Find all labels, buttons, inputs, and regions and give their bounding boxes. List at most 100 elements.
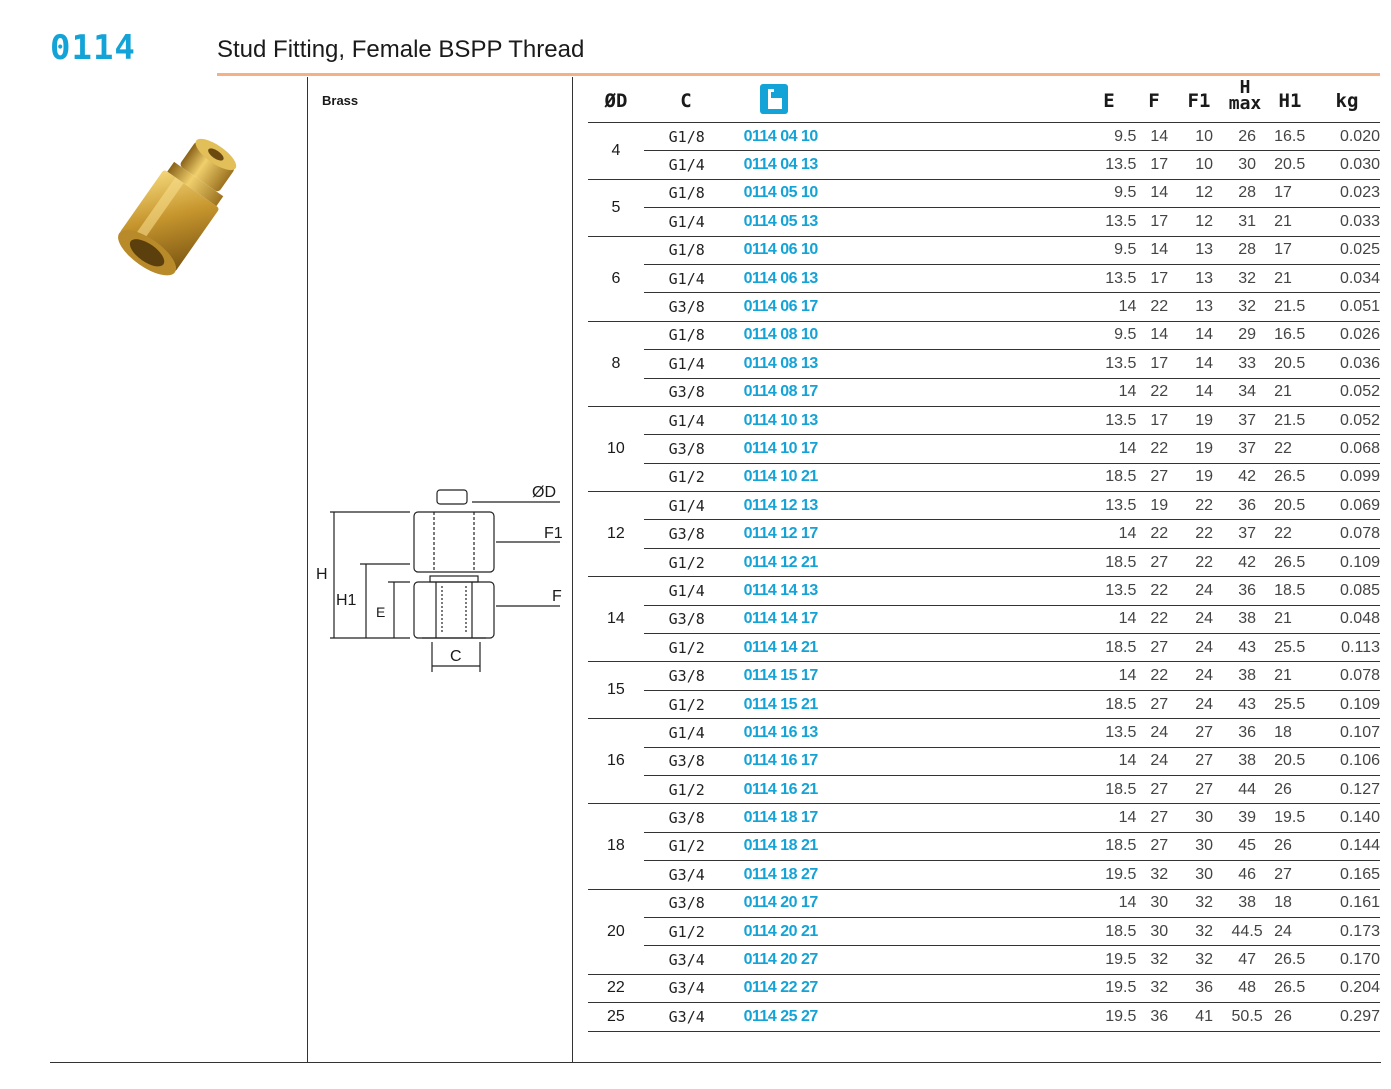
ref-cell[interactable]: 0114 20 21 bbox=[729, 917, 1097, 947]
ref-cell[interactable]: 0114 22 27 bbox=[729, 974, 1097, 1004]
h-cell: 37 bbox=[1226, 519, 1269, 549]
f1-cell: 14 bbox=[1182, 321, 1227, 351]
ref-cell[interactable]: 0114 08 13 bbox=[729, 349, 1097, 379]
c-cell: G1/4 bbox=[643, 264, 730, 294]
ref-cell[interactable]: 0114 08 17 bbox=[729, 378, 1097, 407]
e-cell: 14 bbox=[1096, 605, 1137, 635]
f1-cell: 22 bbox=[1182, 491, 1227, 521]
ref-cell[interactable]: 0114 14 21 bbox=[729, 633, 1097, 663]
ref-cell[interactable]: 0114 10 17 bbox=[729, 434, 1097, 464]
ref-cell[interactable]: 0114 15 21 bbox=[729, 690, 1097, 720]
c-cell: G3/4 bbox=[643, 860, 730, 890]
od-cell: 25 bbox=[588, 1002, 644, 1032]
f-cell: 14 bbox=[1136, 123, 1183, 152]
c-cell: G1/2 bbox=[643, 690, 730, 720]
ref-cell[interactable]: 0114 10 13 bbox=[729, 406, 1097, 436]
e-cell: 14 bbox=[1096, 803, 1137, 833]
drawing-label-h1: H1 bbox=[336, 592, 357, 609]
kg-cell: 0.173 bbox=[1320, 917, 1380, 947]
ref-cell[interactable]: 0114 04 13 bbox=[729, 150, 1097, 180]
f1-cell: 10 bbox=[1182, 123, 1227, 152]
kg-cell: 0.026 bbox=[1320, 321, 1380, 351]
h1-cell: 21 bbox=[1268, 207, 1321, 237]
technical-drawing bbox=[330, 489, 560, 672]
h1-cell: 20.5 bbox=[1268, 747, 1321, 776]
c-cell: G3/8 bbox=[643, 434, 730, 464]
ref-cell[interactable]: 0114 06 17 bbox=[729, 292, 1097, 322]
h-cell: 45 bbox=[1226, 832, 1269, 862]
e-cell: 18.5 bbox=[1096, 917, 1137, 947]
ref-cell[interactable]: 0114 16 17 bbox=[729, 747, 1097, 776]
h-cell: 37 bbox=[1226, 406, 1269, 436]
c-cell: G1/2 bbox=[643, 548, 730, 578]
h-cell: 43 bbox=[1226, 690, 1269, 720]
ref-cell[interactable]: 0114 18 21 bbox=[729, 832, 1097, 862]
h1-cell: 22 bbox=[1268, 519, 1321, 549]
f1-cell: 24 bbox=[1182, 633, 1227, 663]
h-cell: 36 bbox=[1226, 576, 1269, 606]
ref-cell[interactable]: 0114 12 21 bbox=[729, 548, 1097, 578]
h1-cell: 26 bbox=[1268, 1002, 1321, 1032]
ref-cell[interactable]: 0114 20 27 bbox=[729, 945, 1097, 975]
ref-cell[interactable]: 0114 05 13 bbox=[729, 207, 1097, 237]
h-cell: 37 bbox=[1226, 434, 1269, 464]
h-cell: 26 bbox=[1226, 123, 1269, 152]
ref-cell[interactable]: 0114 18 27 bbox=[729, 860, 1097, 890]
h1-cell: 26 bbox=[1268, 775, 1321, 805]
kg-cell: 0.106 bbox=[1320, 747, 1380, 776]
h1-cell: 18.5 bbox=[1268, 576, 1321, 606]
h1-cell: 25.5 bbox=[1268, 690, 1321, 720]
f-cell: 27 bbox=[1136, 690, 1183, 720]
col-kg: kg bbox=[1335, 90, 1359, 112]
e-cell: 9.5 bbox=[1096, 236, 1137, 265]
title-underline bbox=[217, 73, 1380, 76]
h1-cell: 26.5 bbox=[1268, 548, 1321, 578]
ref-cell[interactable]: 0114 16 21 bbox=[729, 775, 1097, 805]
ref-cell[interactable]: 0114 25 27 bbox=[729, 1002, 1097, 1032]
ref-cell[interactable]: 0114 14 13 bbox=[729, 576, 1097, 606]
e-cell: 18.5 bbox=[1096, 690, 1137, 720]
ref-cell[interactable]: 0114 05 10 bbox=[729, 179, 1097, 209]
h-cell: 46 bbox=[1226, 860, 1269, 890]
e-cell: 18.5 bbox=[1096, 633, 1137, 663]
ref-cell[interactable]: 0114 14 17 bbox=[729, 605, 1097, 635]
ref-cell[interactable]: 0114 16 13 bbox=[729, 718, 1097, 748]
h-cell: 38 bbox=[1226, 889, 1269, 918]
h1-cell: 21 bbox=[1268, 605, 1321, 635]
h-cell: 32 bbox=[1226, 264, 1269, 294]
ref-cell[interactable]: 0114 06 10 bbox=[729, 236, 1097, 265]
f1-cell: 32 bbox=[1182, 945, 1227, 975]
f-cell: 14 bbox=[1136, 179, 1183, 209]
ref-cell[interactable]: 0114 06 13 bbox=[729, 264, 1097, 294]
ref-cell[interactable]: 0114 04 10 bbox=[729, 123, 1097, 152]
ref-cell[interactable]: 0114 20 17 bbox=[729, 889, 1097, 918]
kg-cell: 0.109 bbox=[1320, 690, 1380, 720]
ref-cell[interactable]: 0114 12 17 bbox=[729, 519, 1097, 549]
h-cell: 34 bbox=[1226, 378, 1269, 407]
ref-cell[interactable]: 0114 12 13 bbox=[729, 491, 1097, 521]
f-cell: 22 bbox=[1136, 434, 1183, 464]
ref-cell[interactable]: 0114 18 17 bbox=[729, 803, 1097, 833]
kg-cell: 0.023 bbox=[1320, 179, 1380, 209]
ref-cell[interactable]: 0114 10 21 bbox=[729, 463, 1097, 493]
ref-cell[interactable]: 0114 15 17 bbox=[729, 661, 1097, 691]
c-cell: G3/8 bbox=[643, 889, 730, 918]
drawing-label-od: ØD bbox=[532, 484, 556, 501]
f1-cell: 13 bbox=[1182, 292, 1227, 322]
kg-cell: 0.033 bbox=[1320, 207, 1380, 237]
f-cell: 22 bbox=[1136, 605, 1183, 635]
h1-cell: 21.5 bbox=[1268, 292, 1321, 322]
ref-cell[interactable]: 0114 08 10 bbox=[729, 321, 1097, 351]
f1-cell: 30 bbox=[1182, 803, 1227, 833]
e-cell: 19.5 bbox=[1096, 1002, 1137, 1032]
